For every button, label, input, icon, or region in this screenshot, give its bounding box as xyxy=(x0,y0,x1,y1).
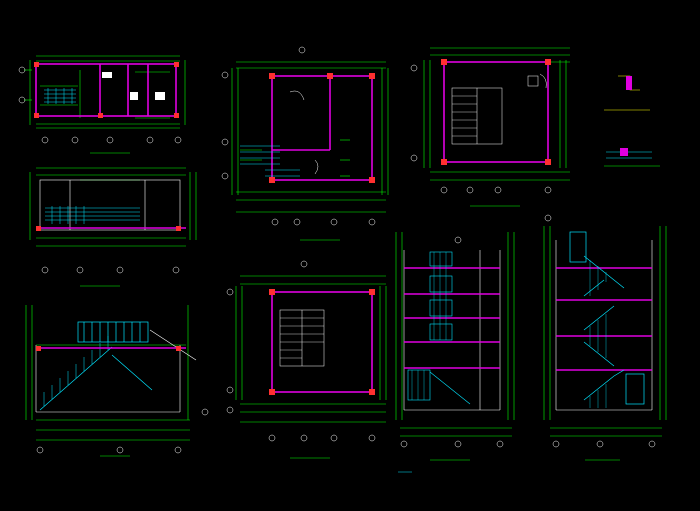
plan-top-left xyxy=(18,55,186,154)
plan-top-right xyxy=(410,47,570,207)
detail-symbols xyxy=(604,75,660,167)
plan-middle-left xyxy=(29,167,197,287)
section-bottom-center-right xyxy=(395,232,515,473)
section-bottom-right xyxy=(543,214,667,461)
plan-top-center xyxy=(221,46,389,241)
plan-bottom-center xyxy=(226,260,387,459)
section-bottom-left xyxy=(25,305,209,457)
